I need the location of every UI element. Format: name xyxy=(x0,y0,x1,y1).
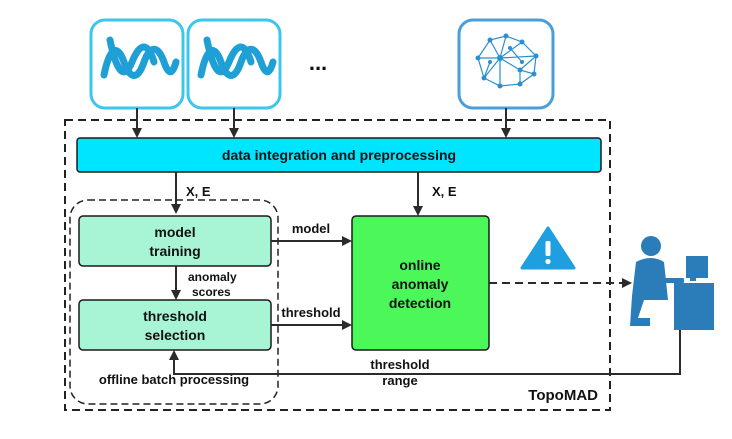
operator-at-computer-icon xyxy=(630,236,714,330)
online-line3: detection xyxy=(389,295,451,311)
model-training-line1: model xyxy=(154,224,195,240)
threshold-range-line2: range xyxy=(382,373,417,388)
ellipsis-text: ... xyxy=(309,50,327,75)
model-training-line2: training xyxy=(149,243,200,259)
threshold-selection-line2: selection xyxy=(145,327,206,343)
offline-group-label: offline batch processing xyxy=(99,372,249,387)
preprocessing-label: data integration and preprocessing xyxy=(222,147,456,163)
data-source-2 xyxy=(186,18,282,110)
anomaly-scores-line1: anomaly xyxy=(188,270,237,284)
threshold-edge-label: threshold xyxy=(281,305,340,320)
threshold-range-line1: threshold xyxy=(370,357,429,372)
arrow-threshold-range-feedback xyxy=(169,330,681,375)
xe-right-label: X, E xyxy=(432,184,457,199)
online-line1: online xyxy=(399,257,440,273)
topomad-boundary xyxy=(64,119,611,411)
threshold-selection-line1: threshold xyxy=(143,308,207,324)
network-graph-icon xyxy=(475,33,539,89)
waveform-icon xyxy=(197,36,277,79)
online-line2: anomaly xyxy=(392,276,449,292)
waveform-icon xyxy=(100,36,180,79)
xe-left-label: X, E xyxy=(186,184,211,199)
topomad-label: TopoMAD xyxy=(528,387,598,404)
preprocessing-box xyxy=(76,137,602,173)
data-source-1 xyxy=(89,18,185,110)
topology-source xyxy=(457,18,555,110)
model-edge-label: model xyxy=(292,221,330,236)
anomaly-scores-line2: scores xyxy=(192,285,231,299)
warning-icon xyxy=(520,226,576,270)
